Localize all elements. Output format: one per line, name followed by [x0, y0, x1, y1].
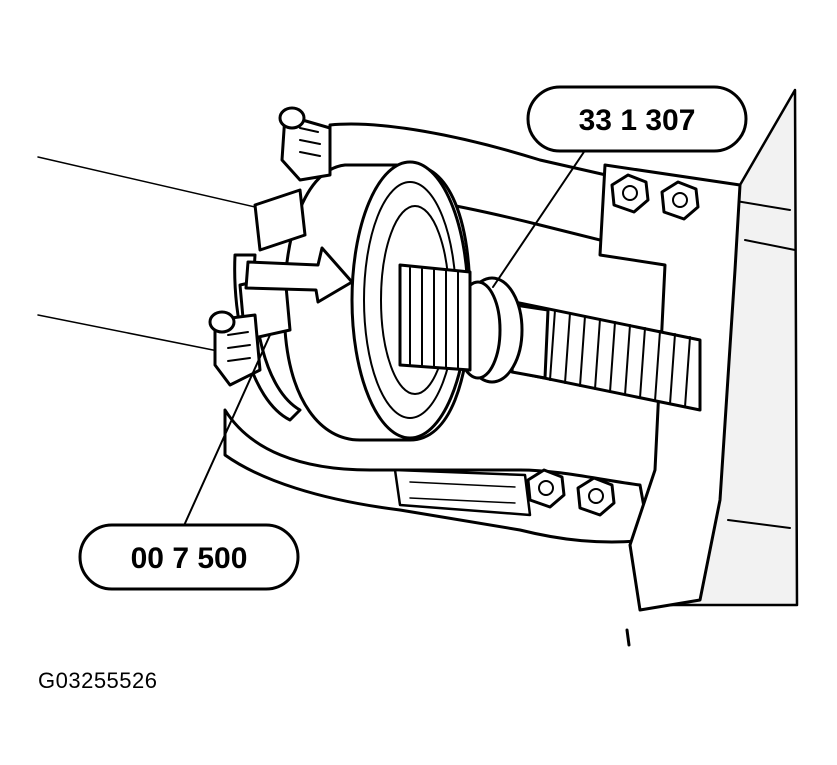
callout-tool: 00 7 500: [78, 523, 300, 591]
upper-jaw-bolt: [278, 106, 332, 182]
callout-tool-label: 00 7 500: [131, 542, 248, 575]
lower-jaw-bolt: [208, 310, 262, 387]
bearing: [282, 160, 472, 442]
upper-nuts: [610, 173, 700, 221]
threaded-spindle: [503, 298, 702, 412]
figure-id: G03255526: [38, 668, 158, 693]
leader-lines: [37, 156, 269, 354]
callout-leaders: [181, 139, 593, 531]
callout-puller: 33 1 307: [526, 85, 748, 153]
direction-arrow-icon: [244, 246, 354, 304]
lower-nuts: [526, 468, 616, 517]
callout-puller-label: 33 1 307: [579, 104, 696, 137]
